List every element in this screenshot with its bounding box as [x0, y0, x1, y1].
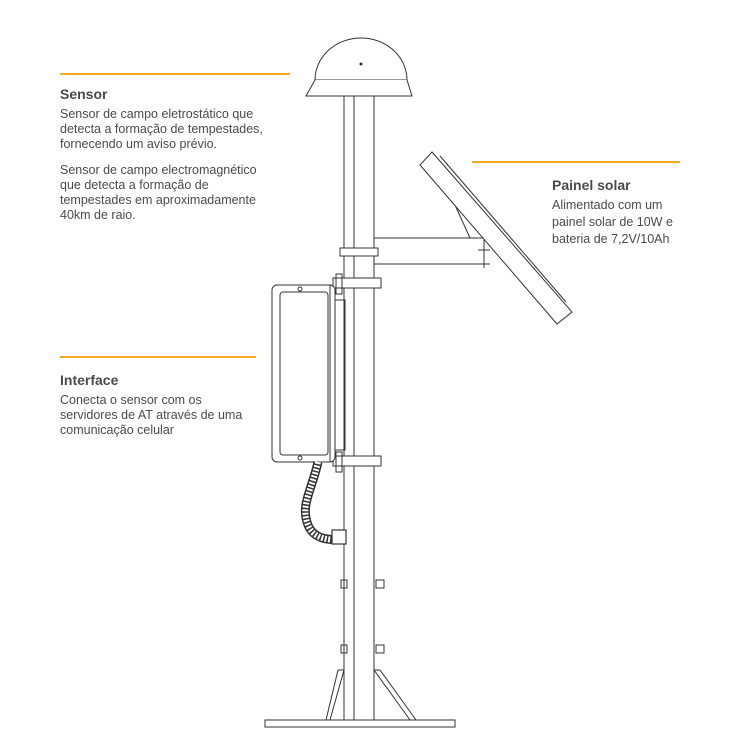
- solar-panel: [419, 151, 573, 325]
- bolt: [375, 644, 385, 654]
- sensor-dome: [305, 37, 413, 97]
- bolt: [375, 579, 385, 589]
- cable: [300, 461, 347, 545]
- sensor-rule: [60, 73, 290, 75]
- sensor-title: Sensor: [60, 86, 108, 102]
- base-plate: [264, 719, 456, 728]
- solar-arm: [339, 199, 498, 268]
- interface-rule: [60, 356, 256, 358]
- bolt: [340, 644, 348, 654]
- gusset-right: [373, 669, 417, 721]
- solar-description: Alimentado com um painel solar de 10W e …: [552, 198, 673, 246]
- clamp-upper: [332, 273, 382, 295]
- gusset-left: [325, 669, 345, 721]
- solar-rule: [472, 161, 680, 163]
- pole: [343, 94, 375, 721]
- interface-box: [271, 284, 346, 463]
- solar-title: Painel solar: [552, 177, 631, 193]
- sensor-paragraph-1: Sensor de campo eletrostático que detect…: [60, 107, 263, 151]
- interface-title: Interface: [60, 372, 119, 388]
- interface-description: Conecta o sensor com os servidores de AT…: [60, 393, 243, 437]
- sensor-description: Sensor de campo eletrostático que detect…: [60, 107, 275, 234]
- sensor-paragraph-2: Sensor de campo electromagnético que det…: [60, 163, 257, 222]
- bolt: [340, 579, 348, 589]
